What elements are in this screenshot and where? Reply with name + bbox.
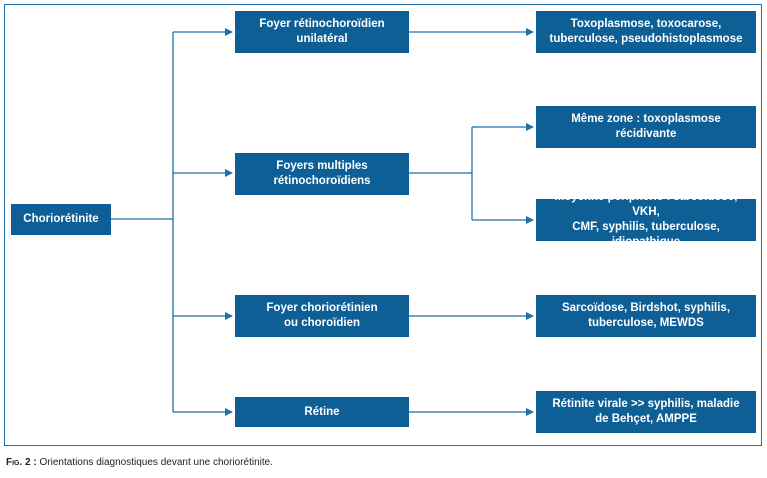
figure-caption-text: Orientations diagnostiques devant une ch…	[36, 457, 274, 468]
node-moyenne-peripherie: Moyenne périphérie : sarcoïdose, VKH, CM…	[536, 191, 756, 248]
diagram-frame	[4, 4, 762, 446]
node-label: Même zone : toxoplasmose récidivante	[571, 113, 721, 140]
node-retine: Rétine	[235, 397, 409, 427]
node-foyer-choroidien: Foyer choriorétinien ou choroïdien	[235, 295, 409, 337]
node-foyers-multiples: Foyers multiples rétinochoroïdiens	[235, 153, 409, 195]
node-sarcoidose-list: Sarcoïdose, Birdshot, syphilis, tubercul…	[536, 295, 756, 337]
figure-caption: Fig. 2 : Orientations diagnostiques deva…	[6, 457, 273, 468]
node-foyer-unilateral: Foyer rétinochoroïdien unilatéral	[235, 11, 409, 53]
node-label: Rétinite virale >> syphilis, maladie de …	[552, 398, 740, 425]
node-label: Foyer choriorétinien ou choroïdien	[266, 302, 378, 329]
node-meme-zone: Même zone : toxoplasmose récidivante	[536, 106, 756, 148]
node-label: Sarcoïdose, Birdshot, syphilis, tubercul…	[561, 302, 731, 329]
node-chorioretinite: Choriorétinite	[11, 204, 111, 235]
node-label: Toxoplasmose, toxocarose, tuberculose, p…	[549, 18, 743, 45]
node-retinite-virale: Rétinite virale >> syphilis, maladie de …	[536, 391, 756, 433]
figure-caption-label: Fig. 2 :	[6, 457, 37, 468]
node-toxoplasmose-list: Toxoplasmose, toxocarose, tuberculose, p…	[536, 11, 756, 53]
node-label: Foyer rétinochoroïdien unilatéral	[259, 18, 385, 45]
node-label: Rétine	[304, 405, 340, 418]
node-label: Foyers multiples rétinochoroïdiens	[273, 160, 371, 187]
node-label: Moyenne périphérie : sarcoïdose, VKH, CM…	[554, 191, 738, 248]
node-label: Choriorétinite	[23, 213, 99, 225]
